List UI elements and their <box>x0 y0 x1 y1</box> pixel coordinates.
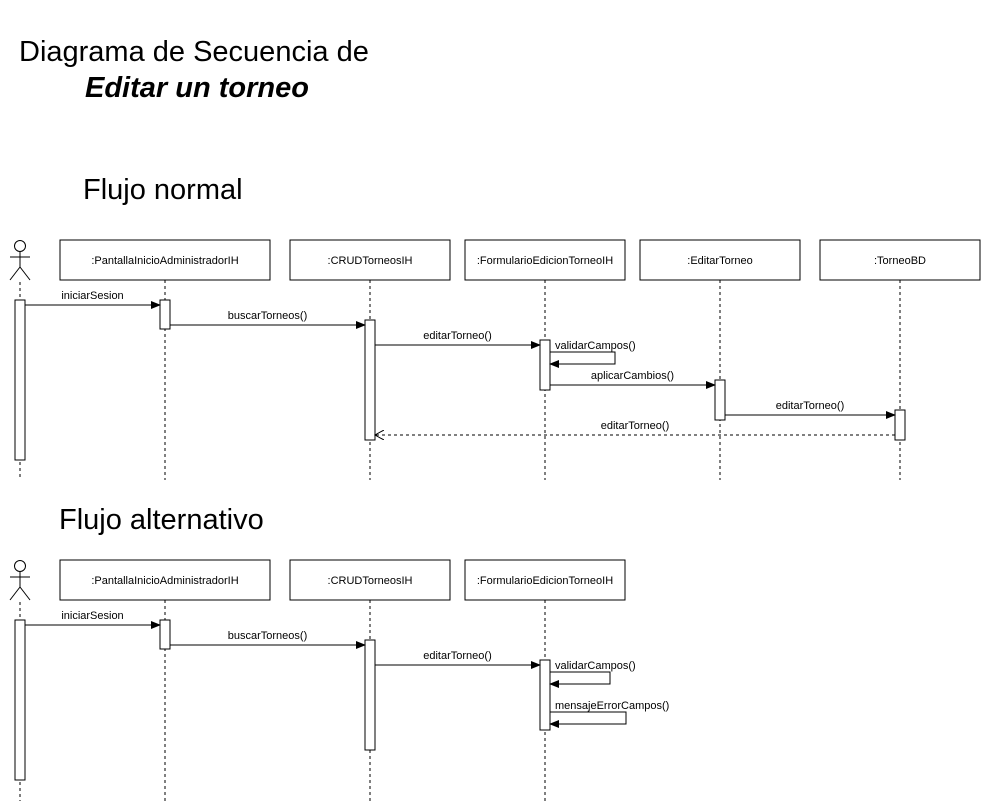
activation-bar <box>14 299 26 461</box>
activation-bar <box>714 379 726 421</box>
lifeline-label: :TorneoBD <box>874 255 926 267</box>
lifeline-box <box>59 239 271 281</box>
actor-left-leg <box>9 266 21 281</box>
message-label: iniciarSesion <box>61 610 123 622</box>
lifeline-label: :PantallaInicioAdministradorIH <box>91 255 238 267</box>
activation-bar <box>364 319 376 441</box>
actor-head <box>14 240 26 252</box>
diagram-title-line1: Diagrama de Secuencia de <box>19 36 369 68</box>
activation-bar <box>14 619 26 781</box>
lifeline-box <box>289 239 451 281</box>
activation-bar <box>364 639 376 751</box>
actor-icon <box>9 560 31 601</box>
actor-right-leg <box>19 586 31 601</box>
message-label: validarCampos() <box>555 660 636 672</box>
message-label: editarTorneo() <box>776 400 844 412</box>
lifeline-box <box>639 239 801 281</box>
lifeline-box <box>464 559 626 601</box>
lifeline-box <box>819 239 981 281</box>
activation-bar <box>159 619 171 650</box>
lifeline-label: :FormularioEdicionTorneoIH <box>477 255 613 267</box>
actor-right-leg <box>19 266 31 281</box>
message-label: buscarTorneos() <box>228 310 307 322</box>
lifeline-label: :CRUDTorneosIH <box>328 575 413 587</box>
message-label: editarTorneo() <box>601 420 669 432</box>
actor-icon <box>9 240 31 281</box>
activation-bar <box>894 409 906 441</box>
self-message-arrow <box>549 671 611 688</box>
message-label: iniciarSesion <box>61 290 123 302</box>
message-label: validarCampos() <box>555 340 636 352</box>
lifeline-box <box>289 559 451 601</box>
alternative-flow-title: Flujo alternativo <box>59 504 264 536</box>
lifeline-label: :CRUDTorneosIH <box>328 255 413 267</box>
lifeline-box <box>59 559 271 601</box>
message-label: buscarTorneos() <box>228 630 307 642</box>
normal-flow-title: Flujo normal <box>83 174 243 206</box>
activation-bar <box>539 659 551 731</box>
lifeline-label: :EditarTorneo <box>687 255 752 267</box>
message-label: aplicarCambios() <box>591 370 674 382</box>
self-message-arrow <box>549 351 616 368</box>
activation-bar <box>539 339 551 391</box>
message-label: mensajeErrorCampos() <box>555 700 669 712</box>
lifeline-label: :FormularioEdicionTorneoIH <box>477 575 613 587</box>
lifeline-label: :PantallaInicioAdministradorIH <box>91 575 238 587</box>
message-label: editarTorneo() <box>423 330 491 342</box>
actor-head <box>14 560 26 572</box>
activation-bar <box>159 299 171 330</box>
self-message-arrow <box>549 711 627 728</box>
lifeline-box <box>464 239 626 281</box>
message-label: editarTorneo() <box>423 650 491 662</box>
diagram-title-line2: Editar un torneo <box>85 72 309 104</box>
actor-left-leg <box>9 586 21 601</box>
